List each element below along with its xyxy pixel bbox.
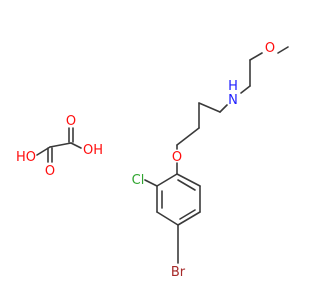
atom-n-h: H <box>228 79 238 94</box>
ring-bond-3 <box>156 211 179 226</box>
bond-ch2-n <box>240 85 251 94</box>
bond-o-ch2 <box>249 52 263 61</box>
bond-ring-cl <box>144 179 158 187</box>
ring-bond-1 <box>156 173 178 187</box>
structure-diagram: O N H O Cl Br HO OH O O <box>16 41 289 280</box>
atom-o-methoxy: O <box>265 41 275 56</box>
atom-oxalic-o-bottom: O <box>45 164 55 179</box>
bond-n-c1 <box>219 104 228 113</box>
atom-n: N <box>228 93 238 108</box>
ring-bond-4 <box>177 211 201 226</box>
bond-c3-c4 <box>176 127 200 146</box>
ring-inner-2 <box>177 179 196 191</box>
atom-oxalic-oh-right: OH <box>83 143 103 158</box>
bond-oxalic-c2-oh <box>70 142 82 149</box>
atom-oxalic-oh-left: HO <box>16 150 36 165</box>
atom-br: Br <box>171 265 186 280</box>
ring-bond-6 <box>176 173 201 187</box>
atom-cl: Cl <box>132 173 145 188</box>
bond-oxalic-cc <box>49 142 72 148</box>
atom-o-ether: O <box>172 150 182 165</box>
atom-oxalic-o-top: O <box>66 114 76 129</box>
bond-c1-c2 <box>198 102 221 113</box>
bond-methyl-o <box>277 46 289 54</box>
ring-inner-3 <box>179 209 196 220</box>
